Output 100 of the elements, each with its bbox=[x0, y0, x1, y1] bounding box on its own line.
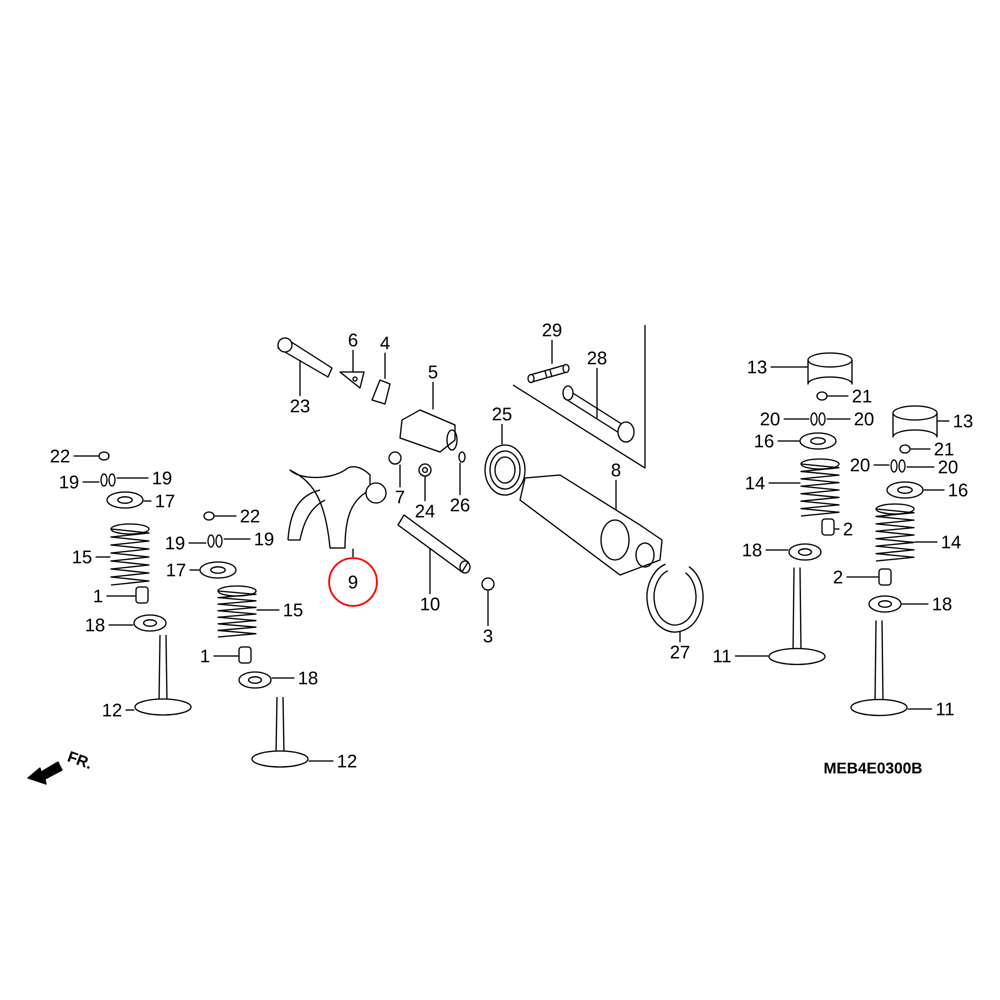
shim-drawing bbox=[98, 451, 110, 461]
callout-number: 10 bbox=[421, 598, 440, 610]
callout-number: 15 bbox=[284, 604, 302, 616]
spring-seat-drawing bbox=[868, 595, 902, 613]
tappet-drawing bbox=[892, 405, 938, 438]
leader-line bbox=[108, 624, 134, 626]
callout-number: 20 bbox=[850, 458, 870, 472]
retainer-drawing bbox=[106, 491, 144, 509]
cotter-drawing bbox=[100, 473, 116, 487]
bracket-drawing bbox=[371, 379, 391, 405]
leader-line bbox=[615, 480, 617, 510]
callout-number: 4 bbox=[380, 336, 390, 350]
spring-drawing bbox=[110, 523, 150, 586]
leader-line bbox=[424, 476, 426, 502]
callout-number: 29 bbox=[542, 324, 562, 336]
callout-number: 14 bbox=[746, 476, 765, 490]
shim-drawing bbox=[816, 391, 828, 401]
leader-line bbox=[384, 352, 386, 379]
leader-line bbox=[82, 481, 100, 483]
callout-number: 20 bbox=[854, 412, 874, 426]
spring-drawing bbox=[875, 503, 915, 562]
seal-drawing bbox=[821, 518, 835, 536]
spring-drawing bbox=[217, 585, 257, 638]
cotter-drawing bbox=[890, 459, 906, 473]
callout-number: 7 bbox=[396, 490, 404, 504]
retainer-drawing bbox=[799, 432, 837, 450]
leader-line bbox=[910, 448, 930, 450]
callout-number: 22 bbox=[50, 450, 70, 462]
leader-line bbox=[768, 482, 800, 484]
callout-number: 2 bbox=[834, 570, 842, 584]
callout-number: 5 bbox=[428, 366, 438, 378]
callout-number: 18 bbox=[933, 598, 952, 610]
leader-line bbox=[214, 655, 238, 657]
callout-number: 8 bbox=[612, 464, 620, 476]
leader-line bbox=[908, 708, 932, 710]
callout-number: 19 bbox=[166, 536, 184, 550]
leader-line bbox=[272, 677, 294, 679]
cotter-drawing bbox=[810, 412, 826, 426]
leader-line bbox=[551, 340, 553, 364]
leader-line bbox=[846, 576, 878, 578]
bolt-drawing bbox=[277, 337, 333, 378]
seal-drawing bbox=[238, 646, 252, 664]
callout-number: 19 bbox=[60, 476, 78, 488]
washer-drawing bbox=[418, 463, 432, 477]
cotter-drawing bbox=[207, 534, 223, 548]
drawing-code: MEB4E0300B bbox=[824, 762, 922, 774]
callout-number: 6 bbox=[348, 334, 358, 346]
leader-line bbox=[501, 424, 503, 444]
seal-drawing bbox=[135, 586, 149, 604]
spring-seat-drawing bbox=[238, 671, 272, 689]
callout-number: 18 bbox=[743, 544, 762, 556]
shaft-drawing bbox=[562, 385, 635, 443]
leader-line bbox=[74, 455, 98, 457]
callout-number: 17 bbox=[167, 564, 186, 576]
callout-number: 26 bbox=[450, 498, 470, 512]
seal-drawing bbox=[878, 568, 892, 586]
shim-drawing bbox=[899, 444, 911, 454]
spring-seat-drawing bbox=[133, 614, 167, 632]
leader-line bbox=[190, 569, 200, 571]
callout-number: 13 bbox=[748, 360, 766, 374]
bearing-drawing bbox=[484, 444, 526, 496]
leader-line bbox=[214, 515, 236, 517]
callout-number: 2 bbox=[844, 522, 852, 536]
callout-number: 1 bbox=[201, 650, 210, 662]
leader-line bbox=[874, 464, 890, 466]
leader-line bbox=[778, 440, 800, 442]
plate-drawing bbox=[339, 371, 365, 389]
leader-line bbox=[308, 760, 334, 762]
valve-drawing bbox=[850, 620, 908, 716]
callout-number: 11 bbox=[714, 650, 731, 662]
callout-number: 11 bbox=[936, 702, 954, 716]
clip-drawing bbox=[481, 577, 495, 591]
tappet-drawing bbox=[807, 352, 853, 385]
leader-line bbox=[938, 420, 950, 422]
callout-number: 12 bbox=[338, 754, 356, 768]
leader-line bbox=[487, 590, 489, 626]
leader-line bbox=[126, 709, 134, 711]
leader-line bbox=[144, 500, 152, 502]
callout-number: 15 bbox=[73, 550, 92, 564]
leader-line bbox=[299, 360, 301, 396]
leader-line bbox=[106, 595, 136, 597]
callout-number: 14 bbox=[942, 536, 961, 548]
callout-number: 13 bbox=[954, 414, 972, 428]
leader-line bbox=[679, 632, 681, 642]
leader-line bbox=[96, 556, 110, 558]
callout-number: 28 bbox=[588, 352, 606, 364]
callout-number: 17 bbox=[156, 494, 174, 508]
leader-line bbox=[432, 382, 434, 410]
pin-drawing bbox=[527, 364, 570, 384]
retainer-drawing bbox=[886, 481, 924, 499]
leader-line bbox=[116, 477, 148, 479]
leader-line bbox=[784, 418, 810, 420]
retainer-drawing bbox=[199, 561, 237, 579]
leader-line bbox=[826, 418, 850, 420]
dowel-pin-drawing bbox=[458, 451, 466, 463]
leader-line bbox=[256, 609, 280, 611]
circled-callout-number: 9 bbox=[328, 557, 378, 607]
leader-line bbox=[834, 528, 840, 530]
leader-line bbox=[902, 603, 928, 605]
leader-line bbox=[188, 542, 206, 544]
